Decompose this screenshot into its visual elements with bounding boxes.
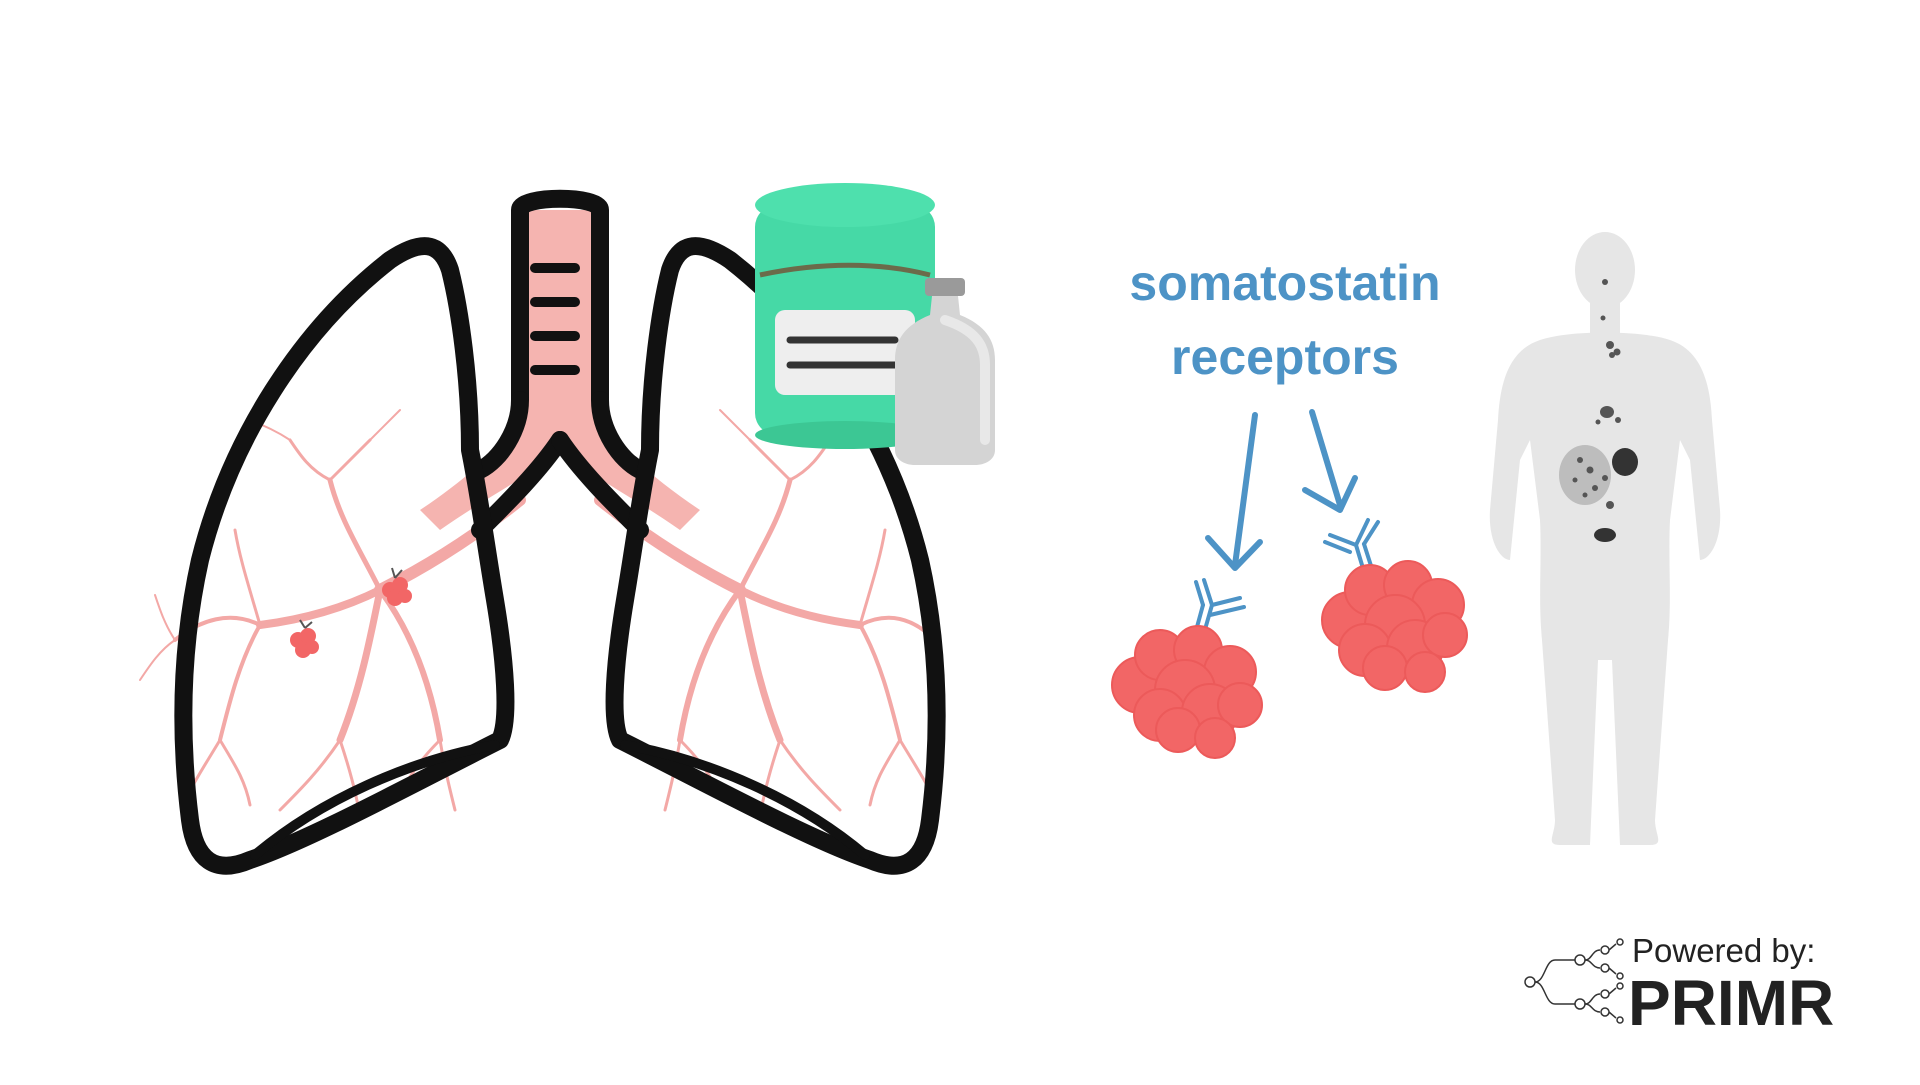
body-silhouette-icon [1489,232,1721,845]
right-lung-outline [605,237,946,875]
left-lung-base [250,740,500,860]
lungs-icon [139,189,946,875]
primr-tree-logo [1524,938,1624,1024]
right-lung-base [620,740,870,860]
vial-icon [895,278,995,465]
receptor-label-line1: somatostatin [1129,255,1440,311]
arrow-icon-left [1205,412,1263,571]
powered-by-text: Powered by: [1632,932,1815,969]
arrow-icon-right [1302,409,1358,513]
trachea [420,189,700,539]
left-lung-outline [174,237,515,875]
brand-name-text: PRIMR [1628,967,1834,1039]
tumor-cluster-icon-left [1111,625,1263,759]
tumor-cluster-icon-right [1321,560,1468,693]
lung-tumor-small-1 [382,567,412,606]
receptor-label: somatostatin receptors [1129,255,1440,385]
body-lesions [1559,279,1638,542]
receptor-label-line2: receptors [1171,329,1399,385]
lung-tumor-small-2 [290,619,319,658]
medicine-bottle-icon [755,183,935,449]
